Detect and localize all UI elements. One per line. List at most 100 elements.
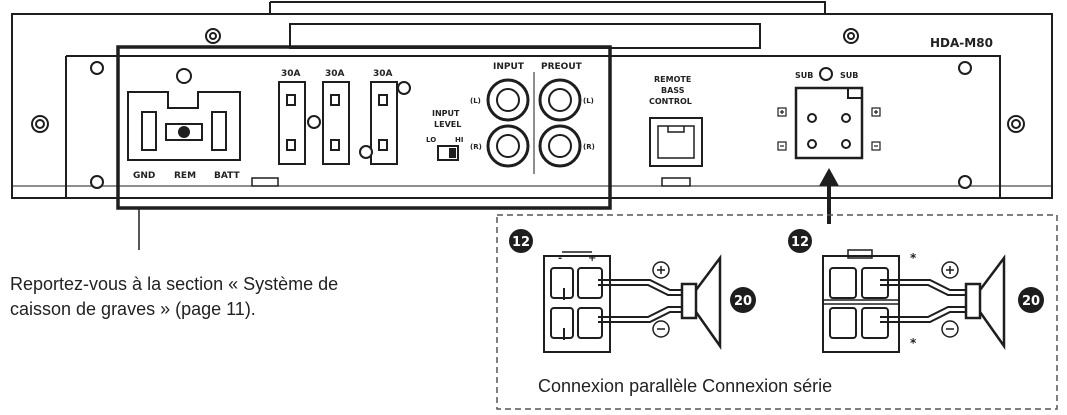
batt-label: BATT	[214, 171, 240, 181]
screw-icon	[307, 115, 321, 129]
led-indicator	[251, 177, 279, 187]
sub-output-terminal	[794, 86, 864, 160]
asterisk-top: *	[910, 251, 917, 265]
callout-12-parallel: 12	[512, 235, 530, 250]
speaker-cone	[978, 254, 1006, 350]
screw-icon	[397, 81, 411, 95]
connection-dashed-box	[496, 214, 1058, 410]
fuse-body	[322, 81, 350, 165]
input-r-label: (R)	[470, 143, 482, 151]
remote-port-outline	[649, 117, 703, 167]
wire	[880, 311, 966, 323]
speaker-magnet	[680, 282, 698, 320]
series-speaker-icon	[964, 254, 1006, 350]
rca-ring	[496, 88, 520, 112]
sub-pin	[807, 113, 817, 123]
remote-label-2: BASS	[661, 86, 685, 95]
speaker-cone	[694, 254, 722, 350]
highlight-panel-box	[116, 45, 612, 210]
speaker-magnet	[964, 282, 982, 320]
callout-20-series: 20	[1022, 294, 1040, 309]
screw-icon	[819, 67, 833, 81]
plus-sign-icon	[946, 266, 954, 274]
input-level-label-2: LEVEL	[434, 120, 461, 129]
screw-icon	[1011, 119, 1021, 129]
rca-input-r	[486, 124, 530, 168]
series-terminal-top	[847, 249, 873, 259]
amp-inner-top	[66, 55, 1001, 198]
sub-terminal-outline	[794, 86, 864, 160]
callout-20-parallel: 20	[734, 294, 752, 309]
plus-mark-icon	[780, 110, 784, 114]
wire	[598, 279, 682, 291]
sub-pin	[807, 139, 817, 149]
remote-label-1: REMOTE	[654, 75, 691, 84]
wire	[598, 284, 682, 296]
minus-mark-icon	[777, 141, 787, 151]
screw-icon	[209, 32, 217, 40]
parallel-wires	[563, 279, 682, 340]
plus-sign-icon	[657, 266, 665, 274]
gnd-terminal-slot	[141, 111, 157, 151]
fuse-contact	[378, 139, 388, 151]
screw-icon	[90, 61, 104, 75]
remote-bass-port	[649, 117, 703, 187]
model-label: HDA-M80	[930, 36, 993, 50]
series-socket	[829, 307, 857, 339]
batt-terminal-slot	[211, 111, 227, 151]
rem-terminal-screw-icon	[178, 126, 190, 138]
parallel-terminal-body	[543, 255, 611, 353]
minus-mark-icon	[871, 141, 881, 151]
remote-led-indicator	[661, 177, 691, 187]
rca-jacks	[486, 72, 582, 174]
parallel-socket	[577, 267, 603, 299]
chassis-screws	[31, 28, 1025, 189]
rem-terminal-slot	[165, 123, 203, 141]
fuse-label: 30A	[325, 69, 345, 79]
sub-polarity-marks	[777, 107, 881, 151]
series-socket	[861, 267, 889, 299]
sub-pin	[841, 139, 851, 149]
fuse-label: 30A	[373, 69, 393, 79]
series-link-bar	[822, 299, 900, 305]
wire	[880, 284, 966, 296]
input-level-label-1: INPUT	[432, 109, 460, 118]
wire	[880, 306, 966, 318]
callout-20-badge	[730, 287, 756, 313]
hi-label: HI	[455, 136, 463, 144]
input-level-switch-knob	[449, 148, 456, 158]
series-connection: 12 * * 20	[788, 229, 1044, 353]
fuse-contact	[330, 94, 340, 106]
screw-icon	[958, 175, 972, 189]
sub-terminal-notch	[847, 88, 862, 99]
input-l-label: (L)	[470, 97, 481, 105]
parallel-socket	[550, 307, 574, 339]
callout-20-badge	[1018, 287, 1044, 313]
fuse-contact	[286, 94, 296, 106]
fuse-contact	[378, 94, 388, 106]
gnd-label: GND	[133, 171, 155, 181]
parallel-speaker-icon	[680, 254, 722, 350]
asterisk-bottom: *	[910, 336, 917, 350]
wire	[880, 279, 966, 291]
wire	[598, 306, 682, 318]
callout-12-series: 12	[791, 235, 809, 250]
rca-ring	[496, 134, 520, 158]
parallel-socket	[550, 267, 574, 299]
note-line-1: Reportez-vous à la section « Système de	[10, 274, 338, 294]
screw-icon	[176, 68, 192, 84]
rca-preout-l	[538, 78, 582, 122]
plus-mark-icon	[874, 110, 878, 114]
plus-mark-icon	[871, 107, 881, 117]
rca-input-l	[486, 78, 530, 122]
parallel-terminal	[543, 251, 611, 353]
screw-icon	[958, 61, 972, 75]
parallel-plus-mark: +	[588, 253, 596, 264]
lo-label: LO	[426, 136, 436, 144]
plus-mark-icon	[777, 107, 787, 117]
wire	[598, 311, 682, 323]
remote-label-3: CONTROL	[649, 97, 692, 106]
preout-label: PREOUT	[541, 62, 583, 72]
pointer-arrow	[819, 168, 839, 224]
series-wires	[880, 279, 966, 323]
